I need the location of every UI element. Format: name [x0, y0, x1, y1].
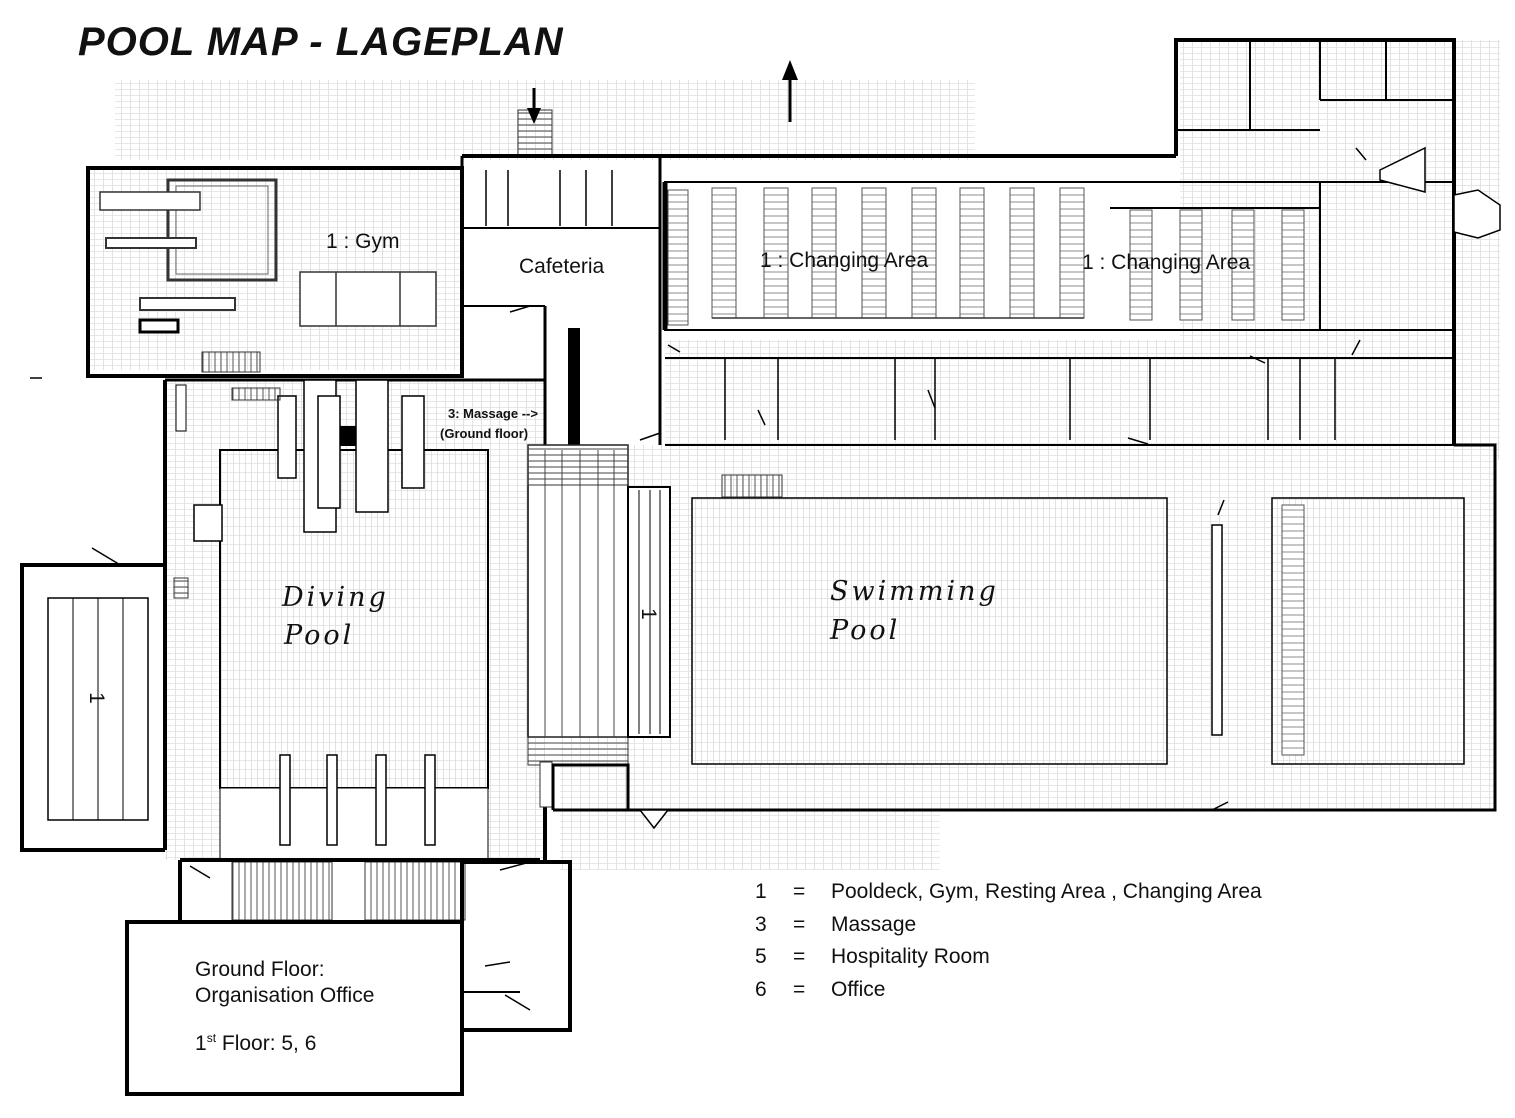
cafeteria-room [460, 154, 1176, 446]
massage-note-line2: (Ground floor) [440, 426, 529, 441]
door-swings [509, 147, 1367, 811]
swimming-pool-hall [553, 443, 1497, 830]
gym-label: 1 : Gym [326, 230, 400, 253]
legend-row: 3=Massage [755, 912, 917, 936]
changing-area [662, 181, 1456, 331]
legend-row: 1=Pooldeck, Gym, Resting Area , Changing… [755, 880, 1262, 904]
bleacher-marker: 1 [636, 608, 660, 620]
upper-right-rooms [1174, 38, 1501, 445]
changing-area-label-1: 1 : Changing Area [760, 249, 929, 272]
massage-note-line1: 3: Massage --> [448, 406, 538, 421]
office-floor-line: 1st Floor: 5, 6 [195, 1031, 317, 1055]
legend: 1=Pooldeck, Gym, Resting Area , Changing… [755, 876, 1262, 1006]
entrance-arrow-icon [527, 108, 541, 124]
office-line2: Organisation Office [195, 984, 375, 1007]
bleachers [527, 444, 671, 810]
warmup-pool-marker: 1 [84, 692, 108, 704]
swimming-pool-label-line1: Swimming [830, 576, 999, 607]
legend-row: 5=Hospitality Room [755, 945, 990, 969]
changing-area-label-2: 1 : Changing Area [1082, 251, 1251, 274]
swimming-pool-label-line2: Pool [830, 615, 901, 646]
legend-row: 6=Office [755, 977, 886, 1001]
office-building [125, 860, 572, 1096]
page-title: POOL MAP - LAGEPLAN [78, 20, 564, 64]
north-arrow-icon [782, 60, 798, 122]
cafeteria-label: Cafeteria [519, 255, 605, 278]
office-line1: Ground Floor: [195, 958, 325, 981]
corridor-rooms [665, 357, 1495, 446]
diving-pool-hall [163, 378, 547, 921]
warmup-pool [20, 377, 165, 852]
diving-pool-label-line2: Pool [284, 620, 355, 651]
diving-pool-label-line1: Diving [282, 582, 389, 613]
